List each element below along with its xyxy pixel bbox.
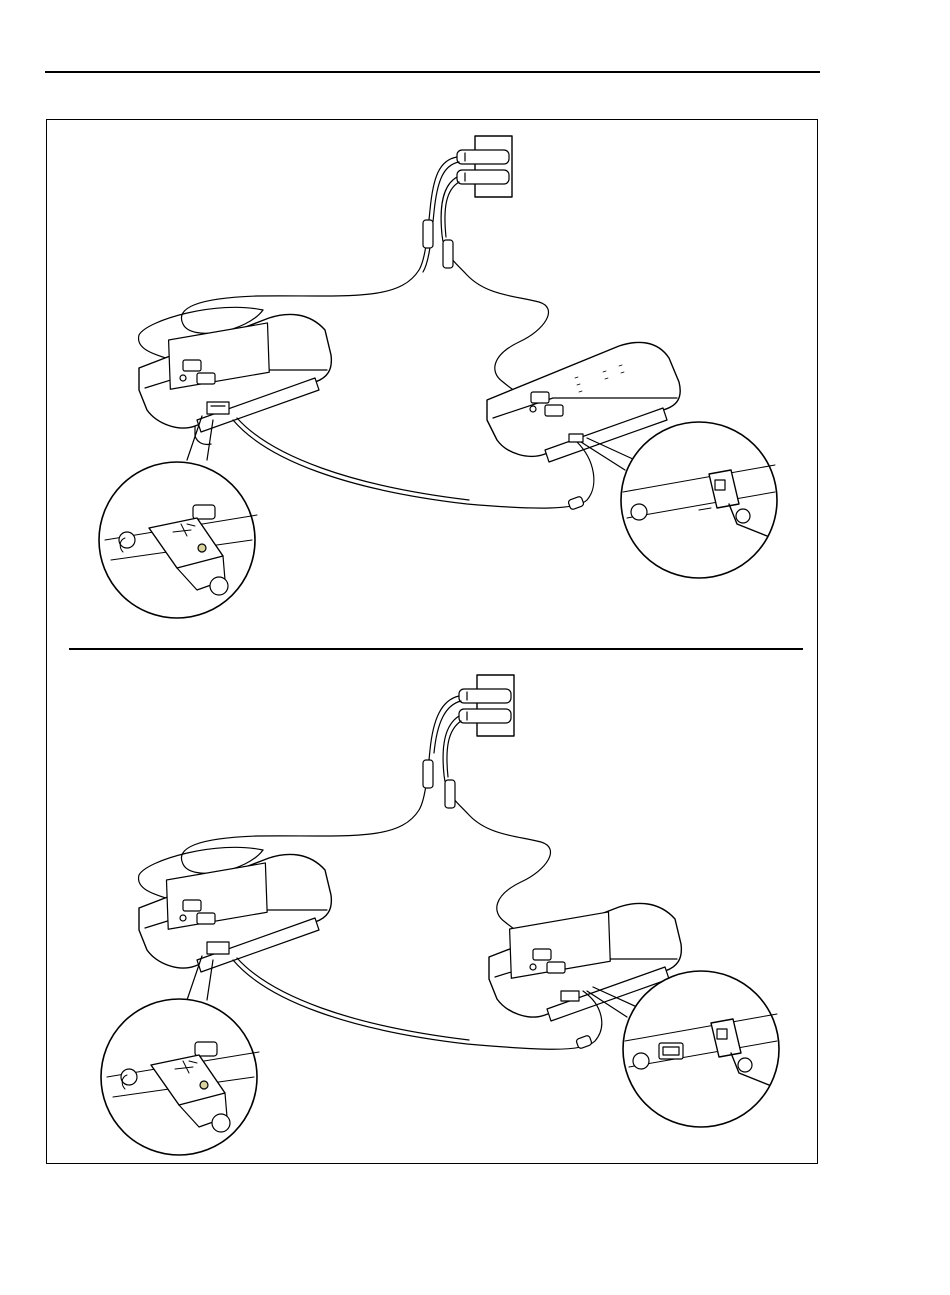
usb-mini-b-connector-icon: [99, 416, 257, 618]
figure-frame: [46, 119, 818, 1164]
usb-mini-b-connector-icon: [101, 956, 259, 1155]
power-outlet-icon: [457, 136, 512, 197]
figure-panel-bottom: [47, 645, 817, 1165]
ferrite-bead-icon: [568, 496, 585, 510]
tester-main-unit-icon: [139, 314, 331, 444]
usb-mini-b-connector-icon: [581, 422, 777, 578]
page-header-rule: [45, 71, 820, 73]
power-outlet-icon: [459, 675, 514, 736]
tester-main-unit-icon: [139, 854, 331, 972]
ferrite-bead-icon: [576, 1035, 593, 1049]
figure-panel-top: [47, 120, 817, 640]
